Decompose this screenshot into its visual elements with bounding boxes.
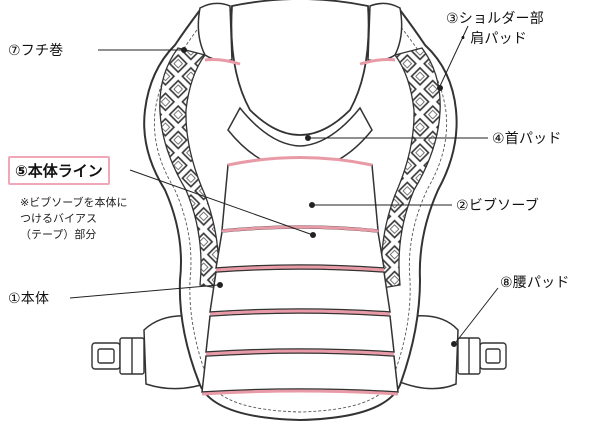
body-line-bands bbox=[201, 156, 399, 396]
note-line-2: つけるバイアス bbox=[20, 212, 97, 225]
leader-lines bbox=[69, 25, 499, 347]
label-waist: ⑧腰パッド bbox=[500, 275, 570, 291]
label-body-line-highlight: ⑤本体ライン bbox=[8, 156, 110, 185]
note-line-3: （テープ）部分 bbox=[20, 228, 97, 241]
left-lattice-panel bbox=[159, 47, 220, 289]
right-lattice-panel bbox=[380, 47, 441, 289]
label-bib: ②ビブソーブ bbox=[456, 198, 539, 214]
label-neck: ④首パッド bbox=[492, 131, 562, 147]
note-line-1: ※ビブソーブを本体に bbox=[20, 196, 128, 209]
right-buckle-icon bbox=[457, 337, 507, 375]
label-shoulder-1: ③ショルダー部 bbox=[446, 11, 544, 27]
body-inner-stitch bbox=[154, 17, 448, 413]
label-fuchi: ⑦フチ巻 bbox=[8, 43, 64, 59]
left-shoulder-pad bbox=[197, 2, 233, 62]
bib-sections bbox=[201, 156, 399, 393]
neck-cutout bbox=[230, 0, 370, 136]
right-shoulder-band bbox=[359, 58, 396, 66]
right-shoulder-pad bbox=[367, 2, 403, 62]
left-buckle-icon bbox=[91, 337, 145, 375]
left-shoulder-band bbox=[204, 58, 241, 66]
label-shoulder-2: ・肩パッド bbox=[456, 31, 527, 47]
label-main-body: ①本体 bbox=[8, 291, 50, 307]
